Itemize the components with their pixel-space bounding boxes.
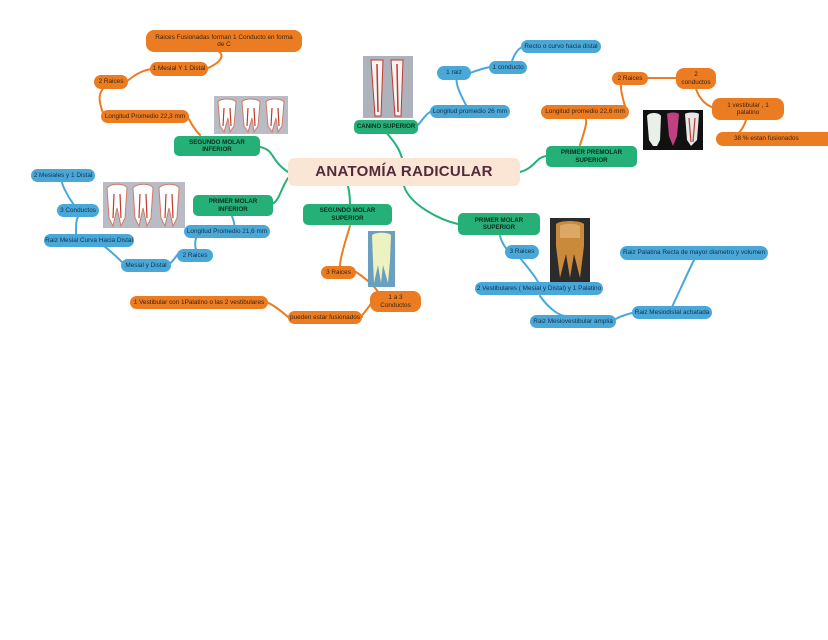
node-recto-curvo[interactable]: Recto o curvo hacia distal (521, 40, 601, 53)
connector (339, 225, 351, 267)
upper-second-molar-image (368, 231, 395, 287)
node-segundo-molar-inferior[interactable]: SEGUNDO MOLAR INFERIOR (174, 136, 260, 156)
node-pueden-fusionados[interactable]: pueden estar fusionados (288, 311, 362, 324)
node-raiz-mesiodistal[interactable]: Raiz Mesiodistal achatada (632, 306, 712, 319)
lower-first-molar-image (103, 182, 185, 228)
node-longitud-26[interactable]: Longitud promedio 26 mm (430, 105, 510, 118)
connector (259, 146, 289, 173)
central-topic[interactable]: ANATOMÍA RADICULAR (288, 158, 520, 186)
connector (265, 301, 289, 318)
node-longitud-22-6[interactable]: Longitud promedio 22,6 mm (541, 105, 629, 119)
connector (385, 131, 403, 159)
node-fusionadas-c[interactable]: Raices Fusionadas forman 1 Conducto en f… (146, 30, 302, 52)
node-3-raices-pms[interactable]: 3 Raices (505, 245, 539, 259)
node-2-raices-pps[interactable]: 2 Raices (612, 72, 648, 85)
node-mesial-y-distal[interactable]: Mesial y Distal (121, 259, 171, 272)
node-3-conductos-pmi[interactable]: 3 Conductos (57, 204, 99, 217)
node-longitud-22-3[interactable]: Longitud Promedio 22,3 mm (101, 110, 189, 123)
node-2-conductos-pps[interactable]: 2 conductos (676, 68, 716, 89)
connector (125, 68, 153, 83)
connector (205, 50, 223, 70)
premolar-roots-image (643, 110, 703, 150)
node-2-vestibulares[interactable]: 2 Vestibulares ( Mesial y Distal) y 1 Pa… (475, 282, 603, 295)
canine-root-image (363, 56, 413, 118)
connector (75, 216, 79, 235)
node-longitud-21-6[interactable]: Longitud Promedio 21,6 mm (184, 225, 270, 238)
connector (539, 295, 567, 317)
node-3-raices-sms[interactable]: 3 Raices (321, 266, 356, 279)
node-raiz-palatina[interactable]: Raiz Palatina Recta de mayor diametro y … (620, 246, 768, 260)
connector (417, 111, 431, 126)
connector (61, 181, 75, 206)
connector (519, 257, 539, 283)
node-1-a-3-conductos[interactable]: 1 a 3 Conductos (370, 291, 421, 312)
node-canino-superior[interactable]: CANINO SUPERIOR (354, 120, 418, 134)
node-raiz-mesial-curva[interactable]: Raiz Mesial Curva Hacia Distal (44, 234, 134, 247)
connector (403, 185, 459, 225)
connector (671, 259, 695, 308)
lower-molar-roots-image (214, 96, 288, 134)
node-1-vestibular-palatino[interactable]: 1 Vestibular con 1Palatino o las 2 vesti… (130, 296, 268, 309)
connector (347, 185, 351, 205)
connector (579, 117, 588, 146)
node-38-fusionados[interactable]: 38 % estan fusionados (716, 132, 828, 146)
node-raiz-mesiovestibular[interactable]: Raiz Mesiovestibular amplia (530, 315, 616, 328)
connector (271, 177, 289, 205)
connector (613, 312, 633, 321)
connector (469, 66, 491, 74)
node-2-mesiales[interactable]: 2 Mesiales y 1 Distal (31, 169, 95, 182)
node-vestibular-palatino[interactable]: 1 vestibular , 1 palatino (712, 98, 784, 120)
upper-first-molar-image (550, 218, 590, 282)
node-2-raices-pmi[interactable]: 2 Raices (177, 249, 213, 262)
node-primer-molar-inferior[interactable]: PRIMER MOLAR INFERIOR (193, 195, 273, 216)
connector (519, 155, 547, 173)
node-1-raiz[interactable]: 1 raiz (437, 66, 471, 80)
central-title: ANATOMÍA RADICULAR (315, 163, 493, 181)
node-mesial-distal-smi[interactable]: 1 Mesial Y 1 Distal (150, 62, 208, 76)
node-primer-premolar-superior[interactable]: PRIMER PREMOLAR SUPERIOR (546, 146, 637, 167)
node-2-raices-smi[interactable]: 2 Raices (94, 75, 128, 89)
node-primer-molar-superior[interactable]: PRIMER MOLAR SUPERIOR (458, 213, 540, 235)
node-segundo-molar-superior[interactable]: SEGUNDO MOLAR SUPERIOR (303, 204, 392, 225)
node-1-conducto[interactable]: 1 conducto (489, 61, 527, 74)
